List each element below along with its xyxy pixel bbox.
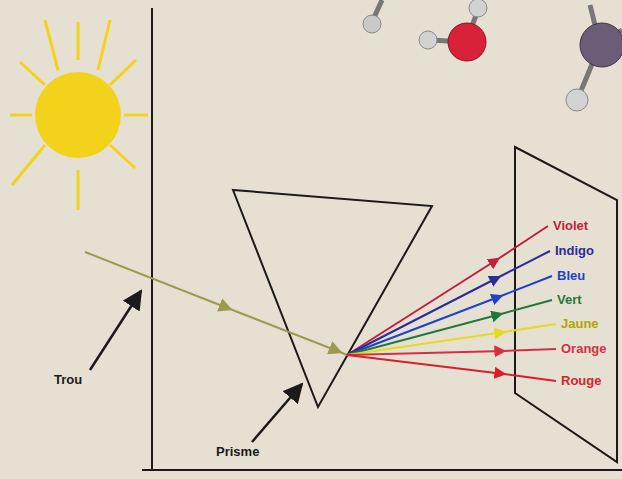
color-label: Indigo	[553, 243, 596, 258]
color-label: Orange	[559, 341, 609, 356]
prism	[233, 190, 432, 407]
molecule-decoration	[363, 0, 622, 111]
leader-arrow	[252, 384, 302, 442]
color-label: Bleu	[555, 268, 587, 283]
color-label: Violet	[551, 218, 590, 233]
light-ray	[85, 252, 347, 355]
sun	[10, 20, 148, 210]
part-label: Prisme	[214, 444, 261, 459]
part-label: Trou	[52, 372, 84, 387]
leader-arrow	[90, 291, 141, 370]
color-label: Rouge	[559, 373, 603, 388]
screen	[515, 147, 617, 462]
color-label: Vert	[555, 292, 584, 307]
wall	[151, 8, 153, 470]
spectrum-rays	[347, 226, 556, 381]
floor	[142, 469, 622, 471]
color-label: Jaune	[559, 316, 601, 331]
